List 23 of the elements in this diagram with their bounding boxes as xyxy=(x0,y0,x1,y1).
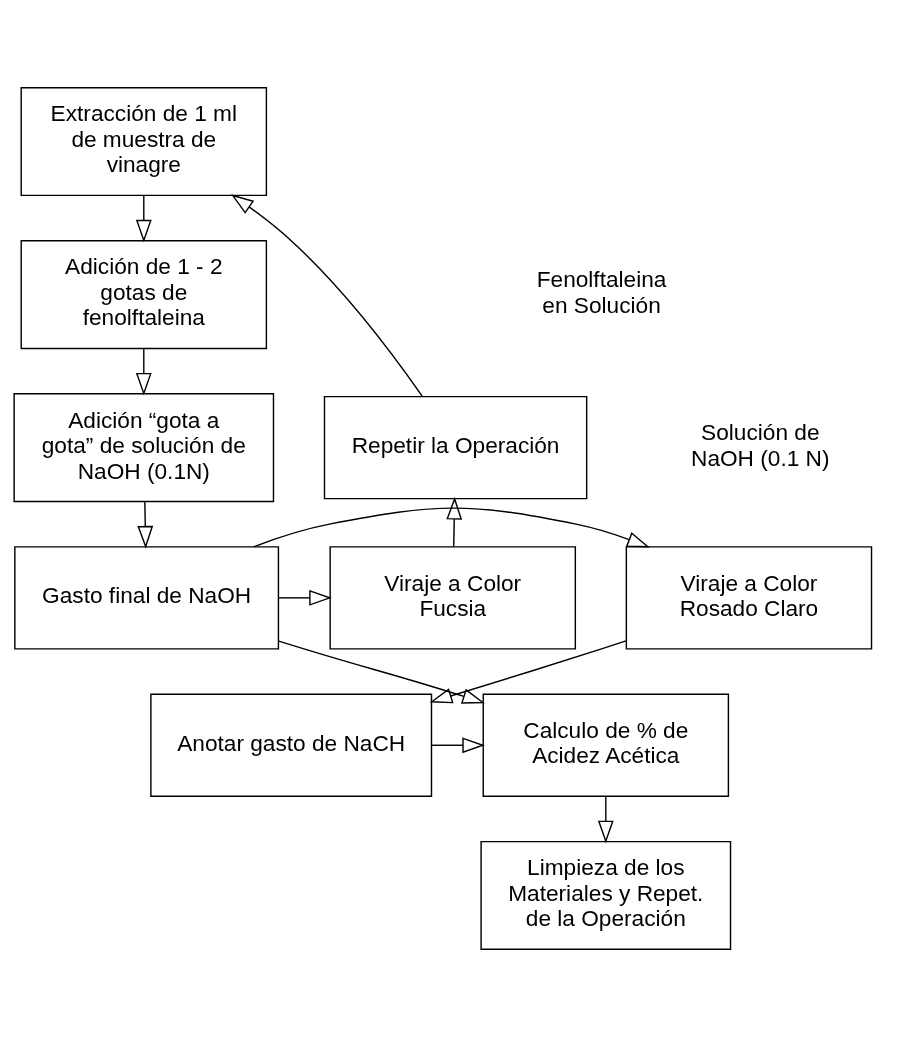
arrow xyxy=(446,496,463,548)
node-box: Calculo de % de Acidez Acética xyxy=(482,693,730,797)
node-box: Extracción de 1 ml de muestra de vinagre xyxy=(20,86,268,197)
node-box: Viraje a Color Fucsia xyxy=(329,546,577,650)
arrow xyxy=(135,194,152,243)
label: Solución de NaOH (0.1 N) xyxy=(691,419,830,471)
arrow xyxy=(137,501,154,549)
arrow xyxy=(278,589,332,606)
node-box: Limpieza de los Materiales y Repet. de la Operación xyxy=(480,840,732,951)
arrow xyxy=(253,507,650,548)
arrow xyxy=(429,640,627,704)
arrow xyxy=(231,194,424,398)
arrow xyxy=(597,795,614,844)
arrow xyxy=(278,640,485,704)
node-box: Anotar gasto de NaCH xyxy=(150,693,433,797)
arrow xyxy=(135,347,152,396)
node-box: Adición “gota a gota” de solución de NaOH (0.1N) xyxy=(13,393,275,503)
node-box: Repetir la Operación xyxy=(323,395,588,500)
node-box: Gasto final de NaOH xyxy=(14,546,280,650)
arrow xyxy=(431,737,485,754)
label: Fenolftaleina en Solución xyxy=(536,266,667,318)
node-box: Viraje a Color Rosado Claro xyxy=(625,546,873,650)
node-box: Adición de 1 - 2 gotas de fenolftaleina xyxy=(20,240,268,350)
